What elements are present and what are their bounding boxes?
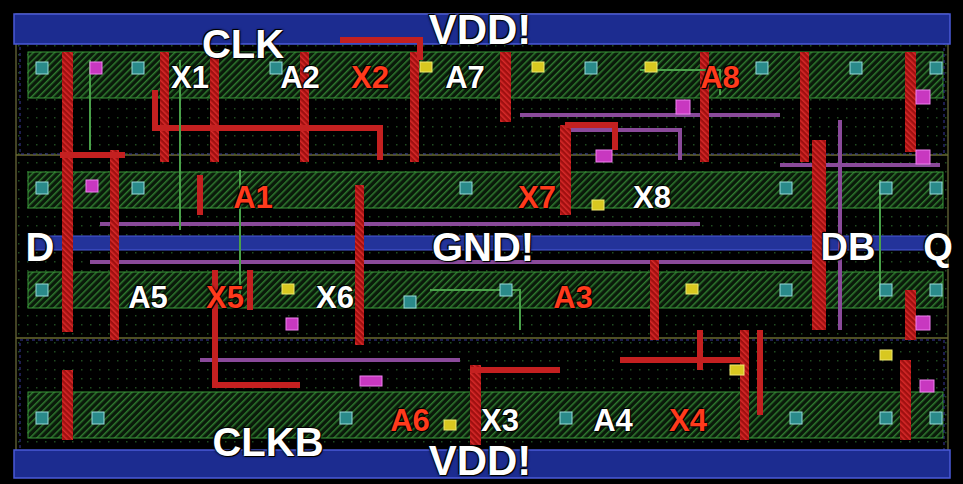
signal-name: CLK: [202, 24, 284, 64]
supply-rail-name: VDD!: [429, 9, 532, 51]
node-name: X1: [171, 62, 209, 93]
node-name: A4: [593, 405, 633, 436]
node-name: A2: [280, 62, 320, 93]
node-name: A8: [700, 62, 740, 93]
node-name: X2: [351, 62, 389, 93]
node-name: X6: [316, 282, 354, 313]
node-name: A6: [390, 405, 430, 436]
pin-name: Q: [923, 228, 953, 266]
node-name: X4: [669, 405, 707, 436]
node-name: X5: [206, 282, 244, 313]
pin-name: D: [26, 227, 55, 267]
node-name: X8: [633, 182, 671, 213]
signal-name: CLKB: [212, 422, 323, 462]
pin-name: DB: [821, 228, 876, 266]
node-name: A7: [445, 62, 485, 93]
node-name: X7: [518, 182, 556, 213]
supply-rail-name: GND!: [432, 227, 534, 267]
supply-rail-name: VDD!: [429, 440, 532, 482]
node-name: A5: [128, 282, 168, 313]
node-name: A1: [233, 182, 273, 213]
node-name: A3: [553, 282, 593, 313]
node-name: X3: [481, 405, 519, 436]
